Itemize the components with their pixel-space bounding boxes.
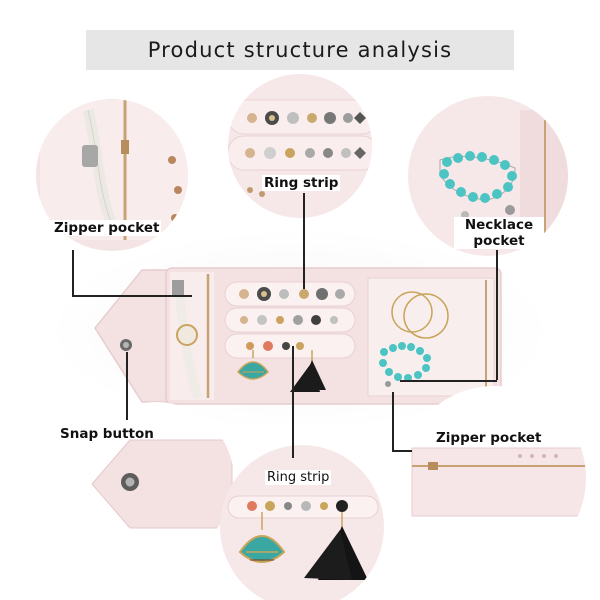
- tassel-icon: [290, 350, 326, 392]
- title-banner: Product structure analysis: [86, 30, 514, 70]
- label-zipper-pocket-left: Zipper pocket: [52, 220, 162, 236]
- label-necklace-pocket: Necklace pocket: [454, 217, 544, 249]
- ring-icon: [245, 111, 366, 159]
- leader-line-zipper-left: [72, 250, 74, 296]
- watch-icon: [82, 108, 118, 228]
- snap-button-detail-photo: [78, 402, 234, 558]
- label-necklace-line1: Necklace: [464, 217, 534, 233]
- earring-icon: [236, 350, 270, 380]
- leader-line-zipper-left: [72, 295, 192, 297]
- earring-icon: [238, 512, 286, 563]
- hoop-earring-icon: [391, 291, 449, 339]
- leader-line-necklace: [400, 380, 497, 382]
- jewelry-case-photo: [94, 267, 502, 405]
- leader-line-ring-top: [303, 193, 305, 289]
- label-zipper-pocket-right: Zipper pocket: [434, 430, 544, 446]
- label-ring-strip-bottom: Ring strip: [265, 470, 332, 485]
- label-necklace-line2: pocket: [473, 233, 525, 249]
- leader-line-ring-bottom: [292, 346, 294, 458]
- page-title: Product structure analysis: [147, 38, 453, 62]
- zipper-pocket-inside-photo: [402, 386, 586, 570]
- leader-line-zipper-right: [392, 450, 412, 452]
- label-snap-button: Snap button: [60, 426, 154, 442]
- ring-strip-earrings-photo: [220, 445, 384, 600]
- watch-icon: [172, 279, 203, 400]
- leader-line-zipper-right: [392, 392, 394, 450]
- earring-icon: [246, 341, 304, 351]
- ring-strip-detail-photo: [228, 74, 372, 218]
- ring-icon: [239, 287, 345, 325]
- leader-line-snap: [126, 352, 128, 420]
- bracelet-icon: [439, 151, 517, 219]
- tassel-icon: [304, 512, 368, 580]
- snap-button-icon: [120, 339, 132, 351]
- zipper-pocket-detail-photo: [36, 99, 188, 251]
- leader-line-necklace: [496, 250, 498, 380]
- label-ring-strip-top: Ring strip: [262, 175, 341, 191]
